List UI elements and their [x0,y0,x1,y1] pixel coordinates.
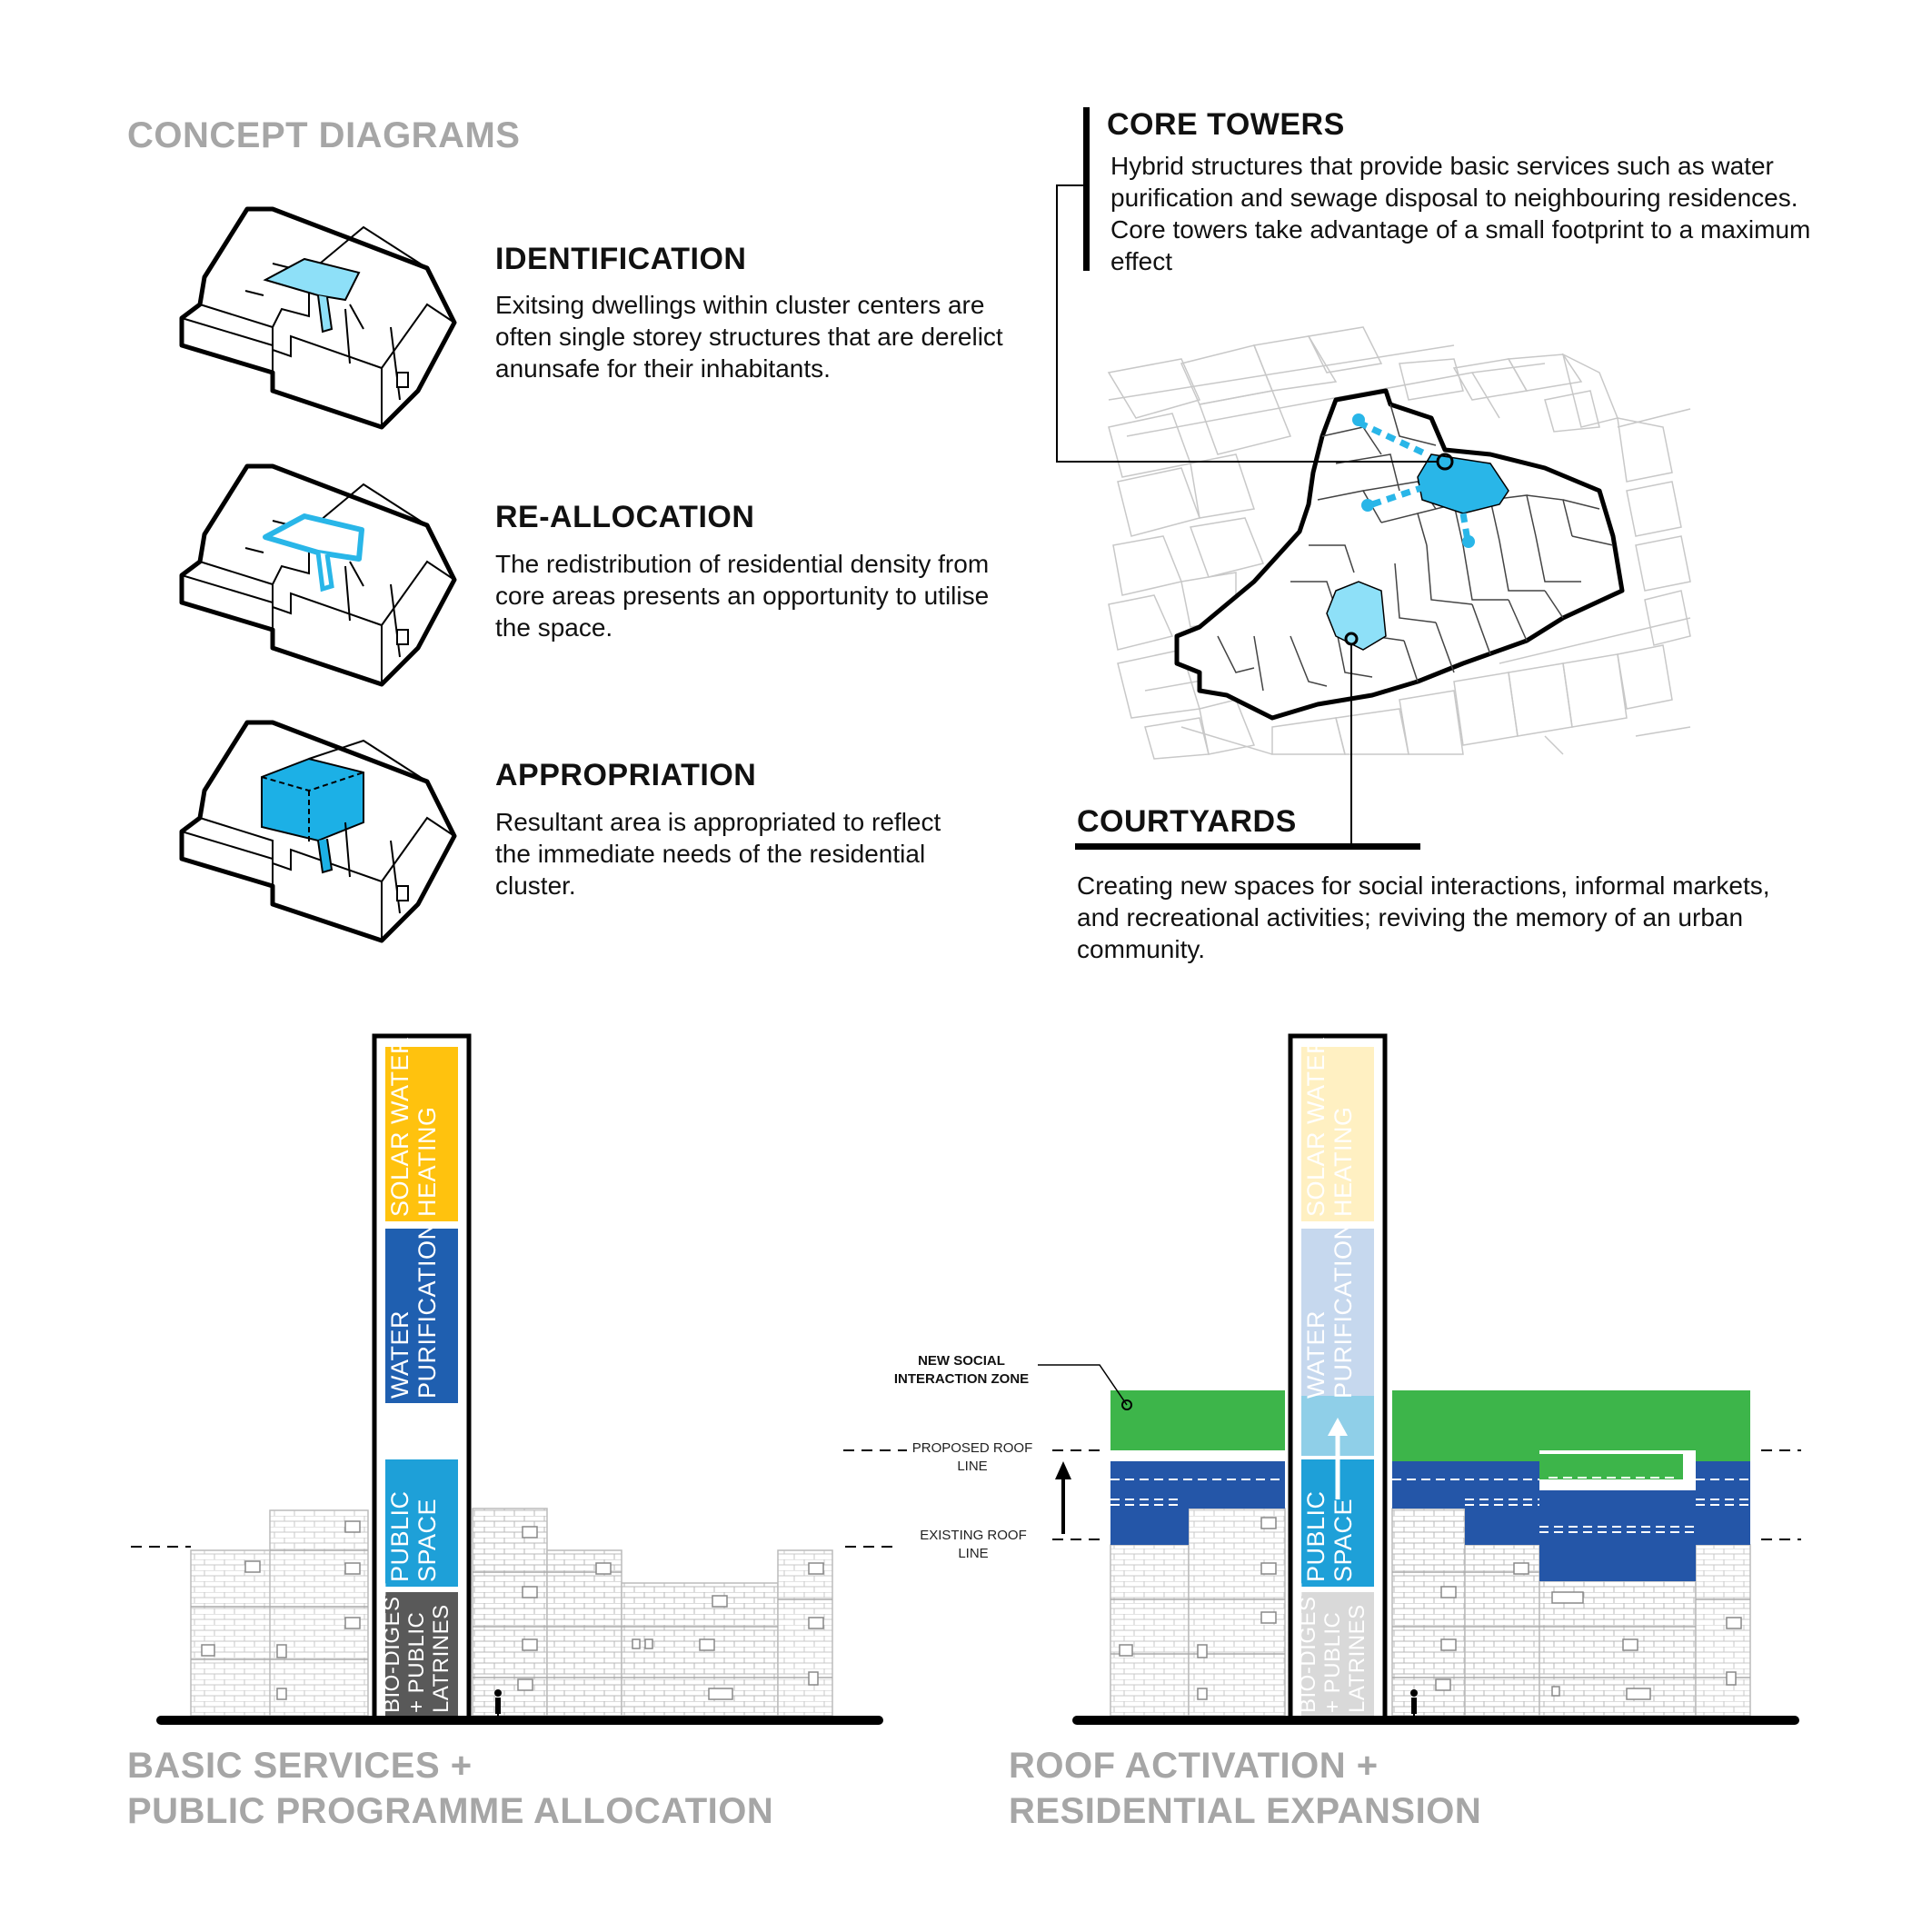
core-towers-bar [1083,107,1090,271]
green-roof-right [1392,1390,1750,1479]
callout-circle-icon [1344,632,1359,646]
person-icon [494,1689,502,1718]
cluster-parcels [1217,403,1614,692]
left-biodigest-label: BIO-DIGEST + PUBLIC LATRINES [380,1582,453,1713]
cluster-outline [1174,388,1625,721]
left-caption-line2: PUBLIC PROGRAMME ALLOCATION [127,1791,774,1831]
identification-desc: Exitsing dwellings within cluster center… [495,291,1003,383]
right-public-label: PUBLIC SPACE [1302,1490,1357,1582]
service-node [1352,413,1365,426]
service-lines [1357,419,1471,542]
expansion-blocks [1110,1461,1750,1581]
new-social-zone-label: NEW SOCIAL INTERACTION ZONE [893,1353,1030,1387]
identification-title: IDENTIFICATION [495,242,747,276]
appropriation-desc: Resultant area is appropriated to reflec… [495,808,941,900]
left-caption-line1: BASIC SERVICES + [127,1746,473,1786]
core-tower-highlight [1417,453,1509,514]
courtyards-desc: Creating new spaces for social interacti… [1077,871,1770,963]
reallocation-desc: The redistribution of residential densit… [495,550,990,642]
right-caption-line2: RESIDENTIAL EXPANSION [1009,1791,1482,1831]
page-title: CONCEPT DIAGRAMS [127,115,521,155]
callout-circle-icon [1436,453,1454,471]
left-section [131,1033,895,1725]
core-towers-desc: Hybrid structures that provide basic ser… [1110,152,1811,275]
green-roof-left [1110,1390,1285,1450]
right-caption-line1: ROOF ACTIVATION + [1009,1746,1379,1786]
service-node [1361,499,1374,512]
arrow-up-icon [1055,1461,1071,1534]
identification-diagram [179,206,457,430]
appropriation-diagram [179,720,457,943]
appropriation-title: APPROPRIATION [495,758,757,792]
proposed-roof-label: PROPOSED ROOF LINE [911,1440,1033,1474]
courtyards-title: COURTYARDS [1077,804,1297,839]
right-water-label: WATER PURIFICATION [1302,1221,1357,1399]
street-grid [1107,326,1691,760]
left-solar-label: SOLAR WATER HEATING [386,1035,441,1217]
callout-circle-icon [1121,1399,1132,1410]
person-icon [1410,1689,1418,1718]
core-towers-title: CORE TOWERS [1107,107,1345,142]
reallocation-diagram [179,463,457,687]
left-water-label: WATER PURIFICATION [386,1221,441,1399]
reallocation-title: RE-ALLOCATION [495,500,755,534]
courtyard-highlight [1326,581,1387,651]
existing-roof-label: EXISTING ROOF LINE [920,1528,1027,1561]
left-public-label: PUBLIC SPACE [386,1490,441,1582]
right-solar-label: SOLAR WATER HEATING [1302,1035,1357,1217]
courtyards-bar [1075,843,1420,850]
service-node [1462,535,1475,548]
right-biodigest-label: BIO-DIGEST + PUBLIC LATRINES [1296,1582,1369,1713]
